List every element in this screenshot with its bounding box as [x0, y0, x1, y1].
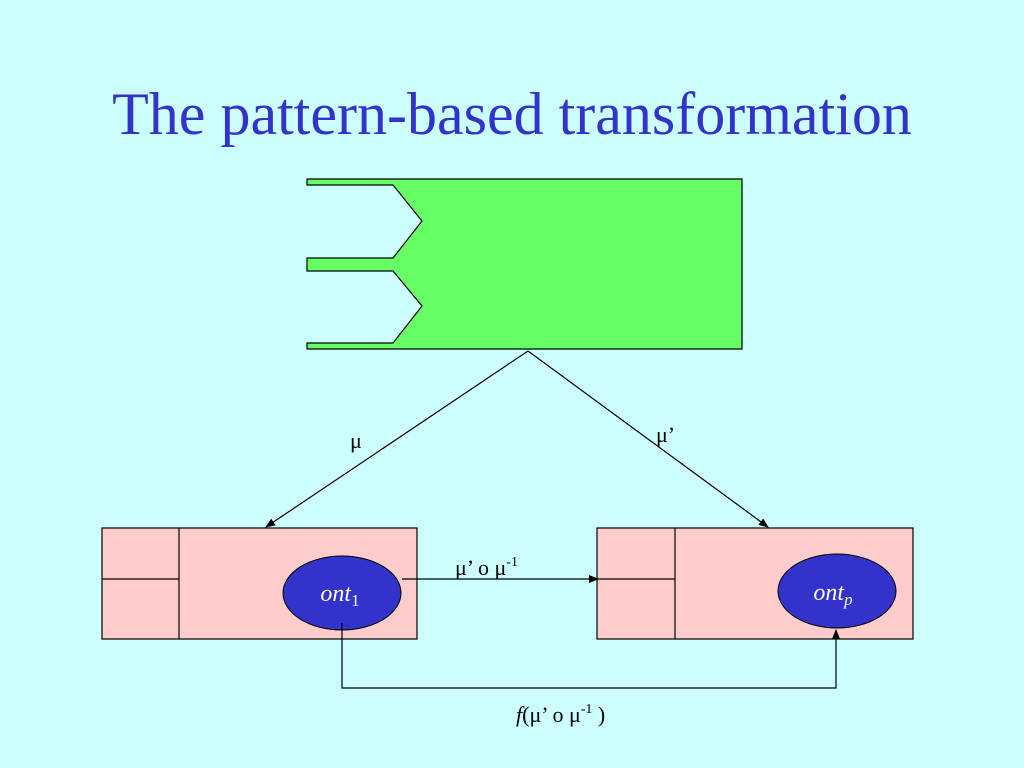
ontology-box-right: ontp: [596, 527, 914, 640]
mu-prime-arrow: [527, 350, 769, 528]
composition-label: μ’ o μ-1: [455, 555, 518, 580]
mu-arrow: [265, 350, 529, 528]
mu-label: μ: [350, 428, 362, 453]
ontology-ellipse-right: [777, 553, 897, 629]
f-connector-arrow: [341, 623, 840, 689]
ontology-label-left: ont1: [320, 581, 359, 610]
mu-prime-label: μ’: [656, 422, 675, 447]
f-label: f(μ’ o μ-1 ): [516, 702, 605, 727]
slide-title: The pattern-based transformation: [112, 81, 912, 147]
pattern-shape: [306, 178, 743, 350]
ontology-box-left: ont1: [101, 527, 418, 640]
ontology-label-right: ontp: [813, 580, 852, 609]
